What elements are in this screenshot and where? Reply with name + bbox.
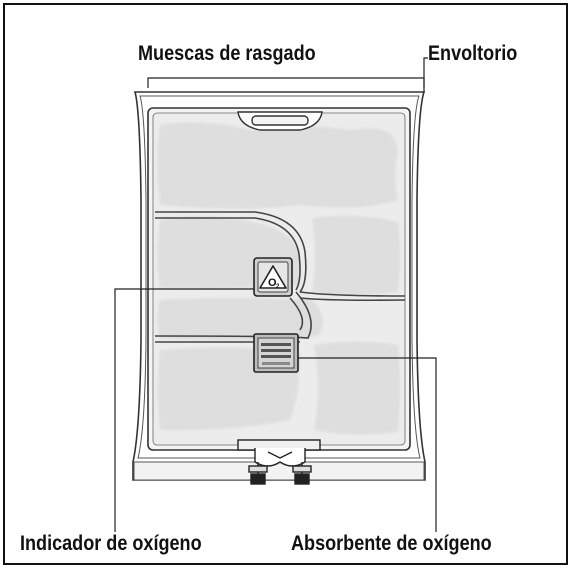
tray-connector	[237, 439, 321, 485]
indicator-symbol: O	[268, 277, 277, 289]
label-oxygen-absorber: Absorbente de oxígeno	[291, 532, 492, 555]
oxygen-absorber-icon	[253, 333, 299, 373]
indicator-subscript: 2	[276, 284, 280, 290]
label-wrapper: Envoltorio	[428, 42, 518, 65]
bottom-seal	[133, 461, 425, 481]
oxygen-indicator-icon: O 2	[253, 257, 293, 297]
wrapper-inner-edge	[137, 95, 421, 459]
label-tear-notches: Muescas de rasgado	[138, 42, 316, 65]
tray-creases	[154, 211, 406, 343]
tray-handle	[237, 111, 323, 131]
label-oxygen-indicator: Indicador de oxígeno	[20, 532, 202, 555]
callout-lines	[114, 57, 437, 532]
